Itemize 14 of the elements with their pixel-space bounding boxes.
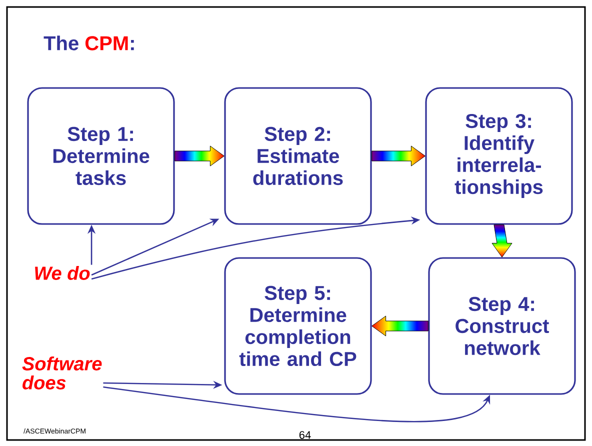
step-box: Step 1: Determine tasks [27,87,175,225]
step-box: Step 3: Identify interrela- tionships [425,87,573,225]
step-box: Step 2: Estimate durations [224,87,372,225]
arrow [372,316,428,336]
step-box: Step 4: Construct network [428,257,576,395]
arrow [103,386,490,422]
arrow [492,224,512,258]
arrow [174,146,224,166]
step-box: Step 5: Determine completion time and CP [224,257,372,395]
slide-title: The CPM: [44,36,134,50]
actor-label: We do [35,266,90,280]
actor-label: Software does [22,356,102,390]
page-number: 64 [299,431,311,439]
arrow [372,146,426,166]
